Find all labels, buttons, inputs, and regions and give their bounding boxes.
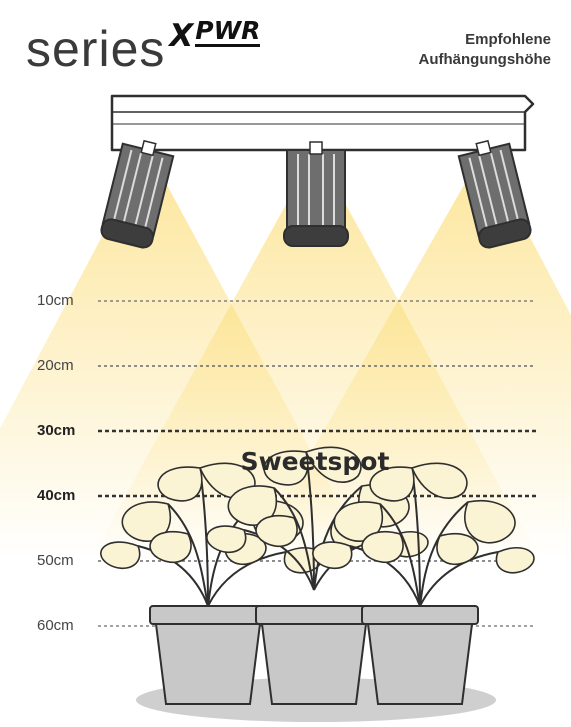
height-label-30cm: 30cm [37,422,76,439]
led-module-right [457,139,532,249]
grow-light-fixture [100,94,535,249]
logo-x-mark: X [169,18,194,54]
led-module-middle [283,141,349,247]
sweetspot-label: Sweetspot [240,447,390,476]
logo-series-text: series [26,21,166,77]
height-label-40cm: 40cm [37,487,76,504]
logo-pwr-text: PWR [195,16,261,47]
height-label-50cm: 50cm [37,552,74,569]
brand-logo: series X PWR [26,14,261,77]
heading-line-2: Aufhängungshöhe [418,51,551,68]
heading-line-1: Empfohlene [465,31,551,48]
height-label-60cm: 60cm [37,617,74,634]
height-label-20cm: 20cm [37,357,74,374]
led-module-left [100,139,175,249]
recommended-height-heading: Empfohlene Aufhängungshöhe [419,30,551,70]
height-label-10cm: 10cm [37,292,74,309]
